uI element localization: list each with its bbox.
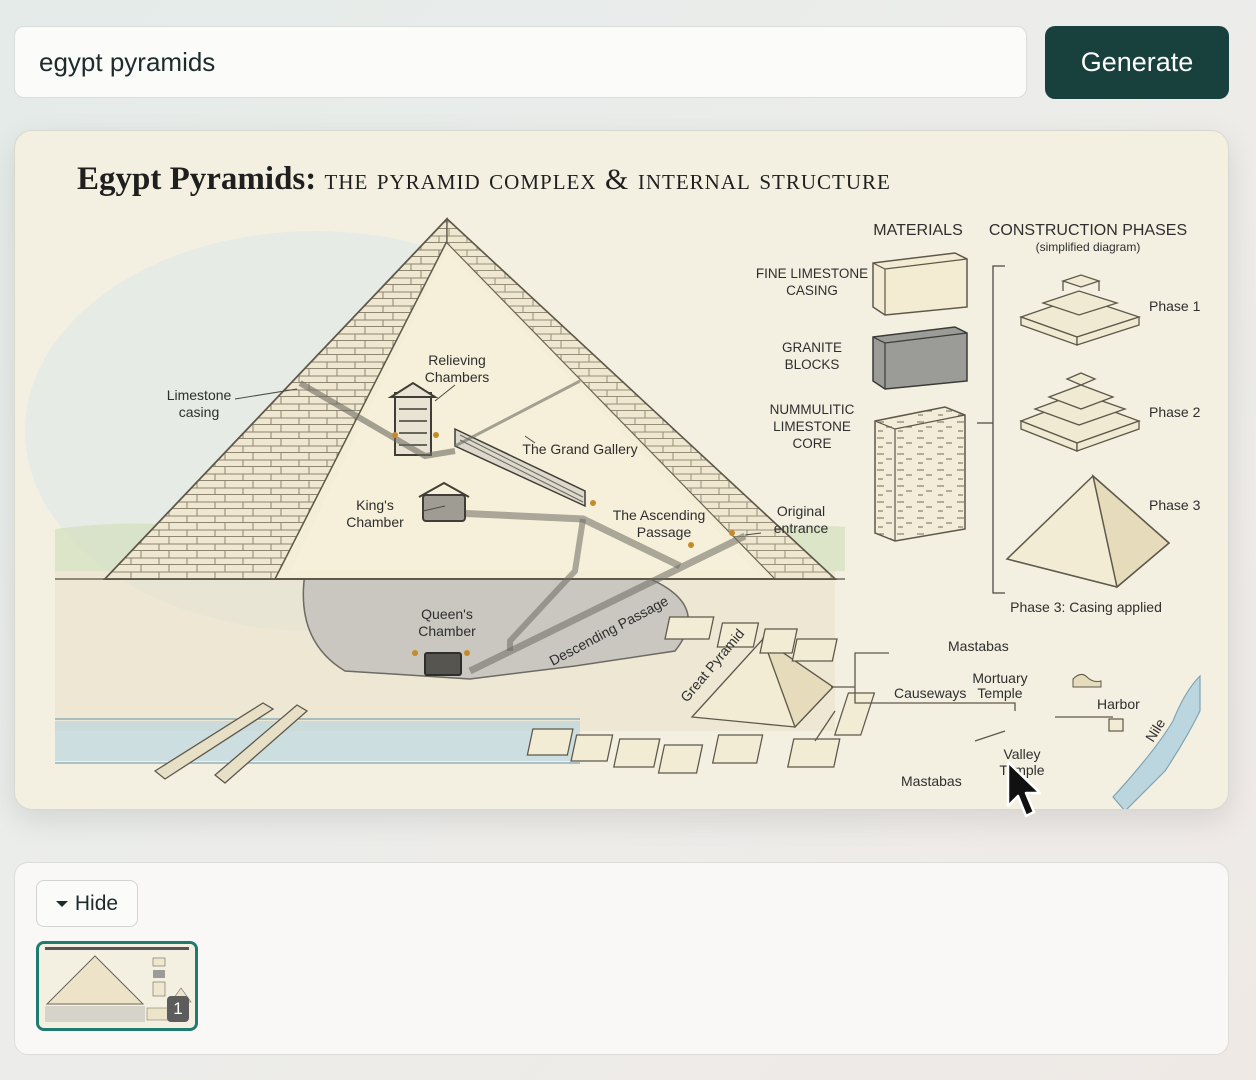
pyramid-illustration: Egypt Pyramids: the pyramid complex & in… [25,161,1201,809]
queens-chamber-icon [424,652,462,676]
label-phase-3: Phase 3 [1149,497,1201,513]
thumbnail-count-badge: 1 [167,996,189,1022]
hide-label: Hide [74,891,119,915]
label-ascending-passage: The Ascending [613,507,706,523]
label-causeways: Causeways [894,685,966,701]
search-row: Generate [14,26,1230,99]
label-valley-temple-2: Temple [999,762,1044,778]
pyramid-complex-map [526,616,1113,774]
phases-heading: CONSTRUCTION PHASES [989,222,1187,239]
caret-down-icon [55,900,68,907]
phase-2-diagram [1019,372,1141,452]
label-mastabas-bottom: Mastabas [901,773,962,789]
hide-button[interactable]: Hide [36,880,138,927]
generated-image: Egypt Pyramids: the pyramid complex & in… [14,130,1229,810]
phases-subheading: (simplified diagram) [1036,240,1141,254]
illustration-title: Egypt Pyramids: the pyramid complex & in… [77,161,891,197]
label-mastabas-top: Mastabas [948,638,1009,654]
gallery-panel: Hide 1 [14,862,1229,1055]
label-limestone-casing: Limestone [167,387,232,403]
label-kings-chamber-2: Chamber [346,514,404,530]
materials-heading: MATERIALS [873,222,963,239]
phase-1-diagram [1019,274,1142,346]
label-valley-temple: Valley [1003,746,1040,762]
label-phase-1: Phase 1 [1149,298,1201,314]
generate-button[interactable]: Generate [1045,26,1229,99]
torch-icons [392,432,735,656]
label-relieving-chambers-2: Chambers [425,369,490,385]
kings-chamber-icon [422,494,466,522]
label-original-entrance-2: entrance [774,520,829,536]
label-granite: GRANITE [782,340,842,355]
label-queens-chamber: Queen's [421,606,473,622]
phase-3-diagram [1005,473,1171,589]
granite-block [872,326,968,390]
label-granite-2: BLOCKS [785,357,840,372]
label-ascending-passage-2: Passage [637,524,692,540]
label-kings-chamber: King's [356,497,394,513]
label-limestone-casing-2: casing [179,404,219,420]
label-fine-limestone: FINE LIMESTONE [756,266,868,281]
label-original-entrance: Original [777,503,825,519]
label-mortuary-temple-2: Temple [977,685,1022,701]
label-core-3: CORE [792,436,831,451]
label-phase-caption: Phase 3: Casing applied [1010,599,1162,615]
nile-river [1112,674,1201,809]
fine-limestone-block [872,252,968,316]
label-harbor: Harbor [1097,696,1140,712]
label-mortuary-temple: Mortuary [972,670,1027,686]
nummulitic-core-block [874,406,966,542]
label-phase-2: Phase 2 [1149,404,1201,420]
label-core: NUMMULITIC [770,402,855,417]
search-input[interactable] [14,26,1027,98]
label-relieving-chambers: Relieving [428,352,486,368]
label-core-2: LIMESTONE [773,419,851,434]
label-queens-chamber-2: Chamber [418,623,476,639]
sphinx-icon [1072,673,1102,688]
thumbnail-1[interactable]: 1 [36,941,198,1031]
label-fine-limestone-2: CASING [786,283,838,298]
label-grand-gallery: The Grand Gallery [522,441,637,457]
